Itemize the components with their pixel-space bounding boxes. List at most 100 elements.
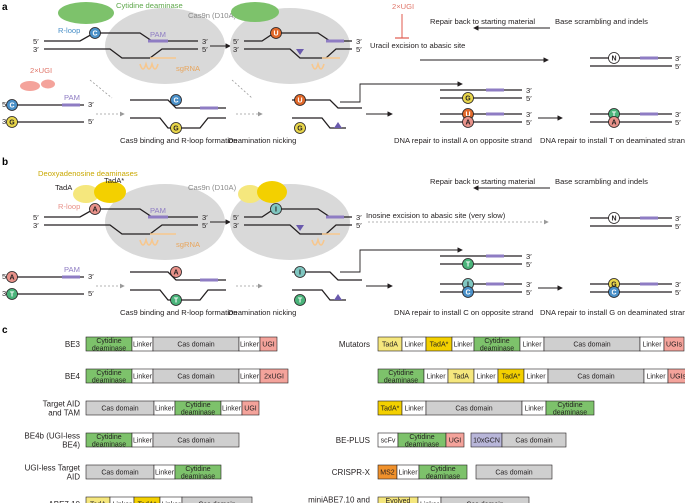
- svg-text:G: G: [297, 126, 303, 133]
- svg-text:U: U: [297, 98, 302, 105]
- segment-label: MS2: [380, 470, 395, 477]
- construct-name: miniABE7.10 andABE8/ABE8e: [308, 496, 370, 503]
- construct-name: BE3: [65, 340, 81, 349]
- svg-text:I: I: [467, 282, 469, 289]
- step2-label-a: Deamination nicking: [228, 136, 296, 145]
- svg-text:PAM: PAM: [150, 206, 166, 215]
- repair-back-label-b: Repair back to starting material: [430, 177, 535, 186]
- svg-text:C: C: [9, 103, 14, 110]
- inosine-excision-label: Inosine excision to abasic site (very sl…: [366, 211, 506, 220]
- panel-c-letter: c: [2, 325, 8, 336]
- segment-label: scFv: [381, 438, 396, 445]
- segment-label: Linker: [522, 342, 542, 349]
- cas-domain-segment: [501, 432, 567, 448]
- svg-text:3′: 3′: [33, 221, 39, 230]
- segment-label: Linker: [133, 342, 153, 349]
- segment-label: Linker: [404, 406, 424, 413]
- segment-label: Cas domain: [495, 470, 532, 477]
- svg-text:3′: 3′: [526, 110, 532, 119]
- svg-text:5′: 5′: [675, 62, 681, 71]
- segment-label: Linker: [112, 502, 132, 503]
- panel-b-complex-2: 5′ 3′ 3′ 5′ I: [230, 181, 362, 260]
- svg-text:5′: 5′: [202, 221, 208, 230]
- segment-label: TadA*: [502, 374, 521, 381]
- cas-domain-segment: [475, 464, 553, 480]
- svg-text:A: A: [92, 207, 97, 214]
- segment-label: Linker: [526, 374, 546, 381]
- svg-text:5′: 5′: [675, 288, 681, 297]
- cas-domain-segment: [440, 496, 530, 503]
- svg-text:3′: 3′: [202, 37, 208, 46]
- svg-text:T: T: [10, 292, 15, 299]
- svg-text:5′: 5′: [88, 117, 94, 126]
- step1-label-a: Cas9 binding and R-loop formation: [120, 136, 237, 145]
- construct-name: CRISPR-X: [332, 468, 371, 477]
- step3-label-a: DNA repair to install A on opposite stra…: [394, 136, 532, 145]
- tada-segment: [133, 496, 161, 503]
- pam-label: PAM: [150, 30, 166, 39]
- segment-label: Linker: [133, 438, 153, 445]
- base-u-circle: [270, 27, 282, 39]
- svg-text:5′: 5′: [675, 222, 681, 231]
- construct-name: ABE7.10: [48, 500, 80, 503]
- svg-text:N: N: [611, 216, 616, 223]
- svg-text:G: G: [173, 126, 179, 133]
- scrambling-label-b: Base scrambling and indels: [555, 177, 648, 186]
- nick-marker: [296, 49, 304, 55]
- svg-text:G: G: [465, 96, 471, 103]
- svg-text:A: A: [9, 275, 14, 282]
- segment-label: Linker: [420, 502, 440, 503]
- svg-text:5′: 5′: [233, 37, 239, 46]
- ugi-label: 2×UGI: [30, 66, 52, 75]
- svg-text:5′: 5′: [33, 37, 39, 46]
- construct-name: BE4: [65, 372, 81, 381]
- segment-label: Linker: [240, 342, 260, 349]
- ugis-segment: [667, 368, 685, 384]
- repair-back-label-a: Repair back to starting material: [430, 17, 535, 26]
- cytidine-deaminase-segment: [418, 464, 468, 480]
- svg-text:C: C: [173, 98, 178, 105]
- panel-b-complex-1: Deoxyadenosine deaminases TadA TadA* Cas…: [33, 169, 237, 260]
- svg-text:U: U: [465, 112, 470, 119]
- rloop-label: R-loop: [58, 26, 80, 35]
- segment-label: Cas domain: [198, 502, 235, 503]
- segment-label: 10xGCN: [473, 438, 500, 445]
- svg-text:3′: 3′: [675, 214, 681, 223]
- ugis-segment: [663, 336, 685, 352]
- svg-text:C: C: [465, 290, 470, 297]
- sgrna-label: sgRNA: [176, 64, 201, 73]
- svg-text:5′: 5′: [202, 45, 208, 54]
- svg-text:G: G: [9, 120, 15, 127]
- sgrna-shape: [139, 57, 176, 70]
- svg-text:5′: 5′: [2, 100, 8, 109]
- svg-text:3′: 3′: [2, 289, 8, 298]
- dna-strand-bottom: [44, 48, 198, 59]
- svg-text:3′: 3′: [202, 213, 208, 222]
- construct-name: BE-PLUS: [336, 436, 370, 445]
- segment-label: 2xUGI: [264, 374, 284, 381]
- segment-label: Cas domain: [101, 406, 138, 413]
- tada-shape: [73, 185, 99, 203]
- panel-a-letter: a: [2, 2, 8, 13]
- svg-text:3′: 3′: [233, 45, 239, 54]
- step2-label-b: Deamination nicking: [228, 308, 296, 317]
- segment-label: UGIs: [670, 374, 685, 381]
- segment-label: UGIs: [666, 342, 682, 349]
- svg-text:5′: 5′: [526, 260, 532, 269]
- svg-text:I: I: [299, 270, 301, 277]
- svg-text:5′: 5′: [526, 94, 532, 103]
- linker-segment: [159, 496, 183, 503]
- panel-b-bottom-row: 5′ 3′ PAM A T 3′ 5′ A T Cas9 binding and…: [2, 212, 685, 317]
- segment-label: Linker: [524, 406, 544, 413]
- svg-text:R-loop: R-loop: [58, 202, 80, 211]
